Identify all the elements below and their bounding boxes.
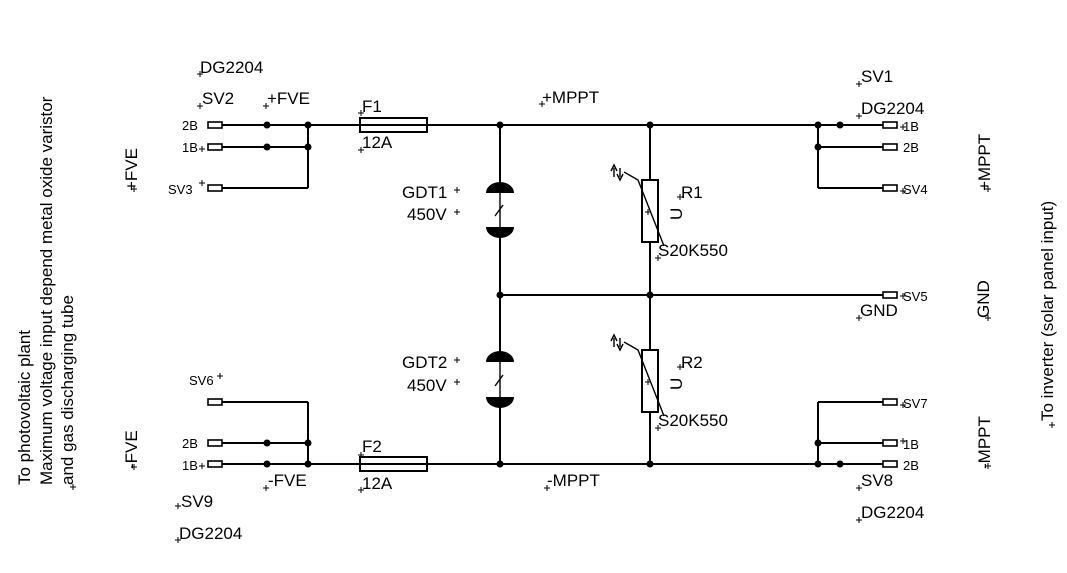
junction-dot bbox=[496, 291, 504, 299]
label-sv3: SV3 bbox=[168, 182, 193, 197]
junction-dot bbox=[814, 143, 822, 151]
varistor-r1-symbol bbox=[610, 163, 665, 247]
pin-sv7 bbox=[882, 398, 898, 406]
label-r1-value: S20K550 bbox=[658, 241, 728, 260]
junction-dot bbox=[263, 143, 271, 151]
junctions bbox=[263, 121, 844, 468]
pin-sv8-1b bbox=[882, 439, 898, 447]
note-left-line1: To photovoltaic plant bbox=[15, 330, 34, 485]
pin-sv3 bbox=[207, 184, 223, 192]
connector-pins bbox=[207, 121, 898, 468]
label-sv5: SV5 bbox=[903, 289, 928, 304]
pin-sv9-2b bbox=[207, 439, 223, 447]
junction-dot bbox=[814, 460, 822, 468]
junction-dot bbox=[263, 121, 271, 129]
junction-dot bbox=[304, 121, 312, 129]
varistor-r2-symbol bbox=[610, 333, 665, 417]
label-dg-sv8: DG2204 bbox=[861, 503, 924, 522]
label-gnd-net: GND bbox=[860, 301, 898, 320]
junction-dot bbox=[304, 439, 312, 447]
junction-dot bbox=[646, 291, 654, 299]
label-sv2: SV2 bbox=[202, 89, 234, 108]
pin-sv6 bbox=[207, 398, 223, 406]
pin-label-sv9-2b: 2B bbox=[182, 436, 198, 451]
pin-label-sv1-2b: 2B bbox=[903, 140, 919, 155]
junction-dot bbox=[836, 460, 844, 468]
pin-label-sv8-1b: 1B bbox=[903, 437, 919, 452]
junction-dot bbox=[814, 121, 822, 129]
label-fve-bottom: -FVE bbox=[268, 471, 307, 490]
origin-markers bbox=[70, 71, 1055, 543]
junction-dot bbox=[646, 121, 654, 129]
junction-dot bbox=[263, 460, 271, 468]
pin-label-sv2-2b: 2B bbox=[182, 118, 198, 133]
label-mppt-bottom: -MPPT bbox=[547, 471, 600, 490]
label-dg-sv1: DG2204 bbox=[861, 99, 924, 118]
pin-sv5 bbox=[882, 291, 898, 299]
label-r2: R2 bbox=[681, 353, 703, 372]
gdt2-symbol bbox=[486, 351, 514, 408]
label-gdt2-value: 450V bbox=[407, 376, 447, 395]
label-f1: F1 bbox=[362, 97, 382, 116]
note-left-line2: Maximum voltage input depend metal oxide… bbox=[37, 96, 56, 485]
label-dg-sv2: DG2204 bbox=[200, 58, 263, 77]
pin-sv2-2b bbox=[207, 121, 223, 129]
junction-dot bbox=[646, 460, 654, 468]
label-dg-sv9: DG2204 bbox=[179, 524, 242, 543]
label-sv7: SV7 bbox=[903, 396, 928, 411]
label-gdt2: GDT2 bbox=[402, 353, 447, 372]
junction-dot bbox=[304, 460, 312, 468]
label-sv6: SV6 bbox=[189, 373, 214, 388]
gdt1-symbol bbox=[486, 182, 514, 238]
pin-label-sv8-2b: 2B bbox=[903, 458, 919, 473]
label-sv9: SV9 bbox=[181, 492, 213, 511]
pin-sv1-2b bbox=[882, 143, 898, 151]
note-right-line1: To inverter (solar panel input) bbox=[1038, 201, 1057, 421]
label-r1: R1 bbox=[681, 183, 703, 202]
label-sv1: SV1 bbox=[861, 67, 893, 86]
label-r2-mark: U bbox=[667, 378, 686, 390]
label-gdt1-value: 450V bbox=[407, 205, 447, 224]
label-r1-mark: U bbox=[667, 208, 686, 220]
label-fve-left-bottom: -FVE bbox=[122, 430, 141, 469]
label-sv8: SV8 bbox=[861, 471, 893, 490]
junction-dot bbox=[496, 460, 504, 468]
label-f2-value: 12A bbox=[362, 474, 393, 493]
label-mppt-right-bottom: -MPPT bbox=[975, 416, 994, 469]
pin-sv1-1b bbox=[882, 121, 898, 129]
junction-dot bbox=[496, 121, 504, 129]
label-sv4: SV4 bbox=[903, 182, 928, 197]
junction-dot bbox=[814, 439, 822, 447]
label-mppt-top: +MPPT bbox=[542, 88, 599, 107]
wires bbox=[222, 124, 883, 465]
pin-sv8-2b bbox=[882, 460, 898, 468]
label-gnd-right: GND bbox=[974, 280, 993, 318]
label-gdt1: GDT1 bbox=[402, 183, 447, 202]
note-left-line3: and gas discharging tube bbox=[58, 295, 77, 485]
label-fve-top: +FVE bbox=[267, 89, 310, 108]
label-f2: F2 bbox=[362, 437, 382, 456]
label-f1-value: 12A bbox=[362, 133, 393, 152]
label-r2-value: S20K550 bbox=[658, 411, 728, 430]
label-fve-left-top: +FVE bbox=[122, 148, 141, 191]
pin-label-sv9-1b: 1B bbox=[182, 458, 198, 473]
pin-label-sv1-1b: 1B bbox=[903, 119, 919, 134]
pin-sv4 bbox=[882, 184, 898, 192]
pin-sv2-1b bbox=[207, 143, 223, 151]
junction-dot bbox=[263, 439, 271, 447]
label-mppt-right-top: +MPPT bbox=[975, 134, 994, 191]
pin-sv9-1b bbox=[207, 460, 223, 468]
junction-dot bbox=[836, 121, 844, 129]
pin-label-sv2-1b: 1B bbox=[182, 140, 198, 155]
junction-dot bbox=[304, 143, 312, 151]
